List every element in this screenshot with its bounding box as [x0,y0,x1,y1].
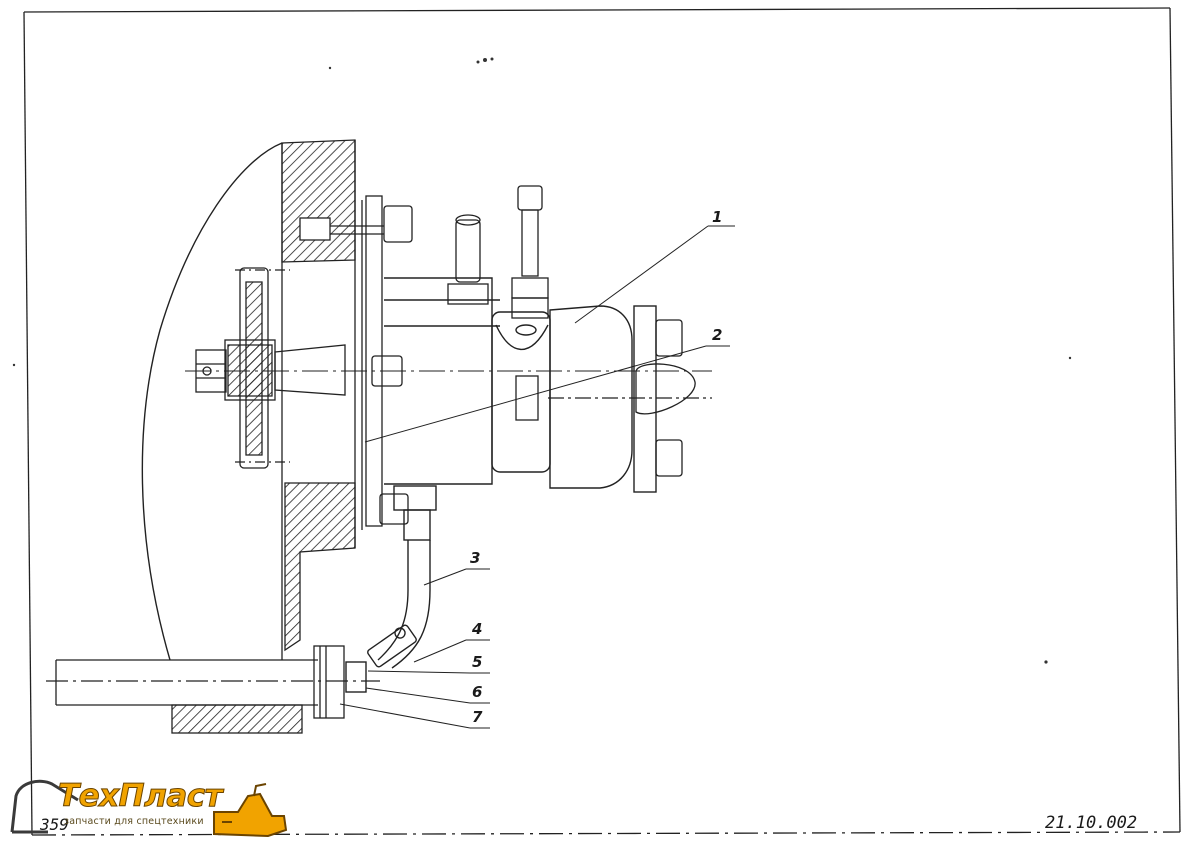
pump-body [384,277,657,493]
callout-2: 2 [712,326,722,344]
housing-outline [141,142,283,661]
pulley-wheel [224,267,290,469]
page-number: 359 [39,815,69,834]
mounting-plate [299,195,413,527]
conical-shaft [274,344,346,396]
brand-name: ТехПласт [57,778,223,815]
callout-5: 5 [472,653,482,671]
scan-specks [12,57,1072,664]
inlet-fittings [447,185,549,319]
drawing-frame [23,7,1181,836]
callout-3: 3 [470,549,480,567]
end-cap-and-bolts [515,319,712,477]
callout-4: 4 [471,620,482,638]
leader-lines [339,225,735,729]
brand-tagline: запчасти для спецтехники [64,816,204,827]
watermark-logo: ТехПласт запчасти для спецтехники [8,772,308,842]
document-number: 21.10.002 [1045,813,1137,833]
callout-7: 7 [472,708,483,726]
callout-1: 1 [712,208,722,226]
callout-6: 6 [472,683,482,701]
bottom-rod [46,645,380,719]
flange-wall-section [171,139,363,734]
excavator-icon [10,779,288,838]
drain-pipe [345,485,437,693]
